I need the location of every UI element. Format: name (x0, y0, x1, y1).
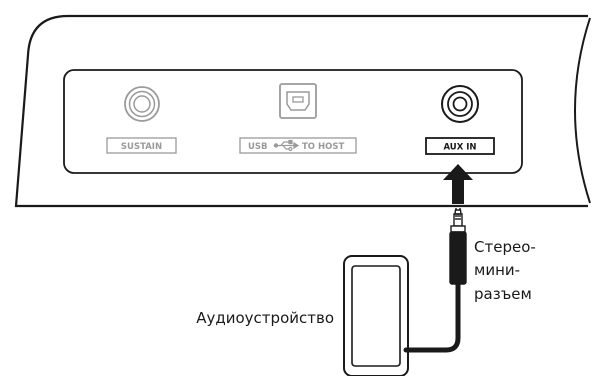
usb-label-prefix: USB (248, 142, 268, 152)
instrument-rear-panel (14, 14, 591, 208)
aux-in-jack (441, 85, 479, 123)
aux-in-label: AUX IN (443, 143, 476, 153)
insertion-arrow (443, 164, 473, 204)
aux-in-label-box (425, 137, 495, 155)
usb-port (279, 83, 317, 119)
sustain-label-box (106, 137, 177, 154)
stereo-mini-plug (449, 208, 467, 285)
usb-label-suffix: TO HOST (302, 142, 344, 152)
audio-device (343, 255, 409, 376)
device-label: Аудиоустройство (196, 309, 334, 327)
usb-label-box (239, 137, 357, 154)
plug-label-line3: разъем (474, 285, 532, 303)
sustain-label: SUSTAIN (121, 142, 162, 152)
audio-cable (403, 280, 461, 353)
plug-label-line1: Стерео- (474, 238, 536, 256)
sustain-jack (124, 86, 160, 122)
plug-label-line2: мини- (474, 261, 520, 279)
jack-panel (63, 69, 523, 174)
usb-icon (273, 139, 300, 152)
